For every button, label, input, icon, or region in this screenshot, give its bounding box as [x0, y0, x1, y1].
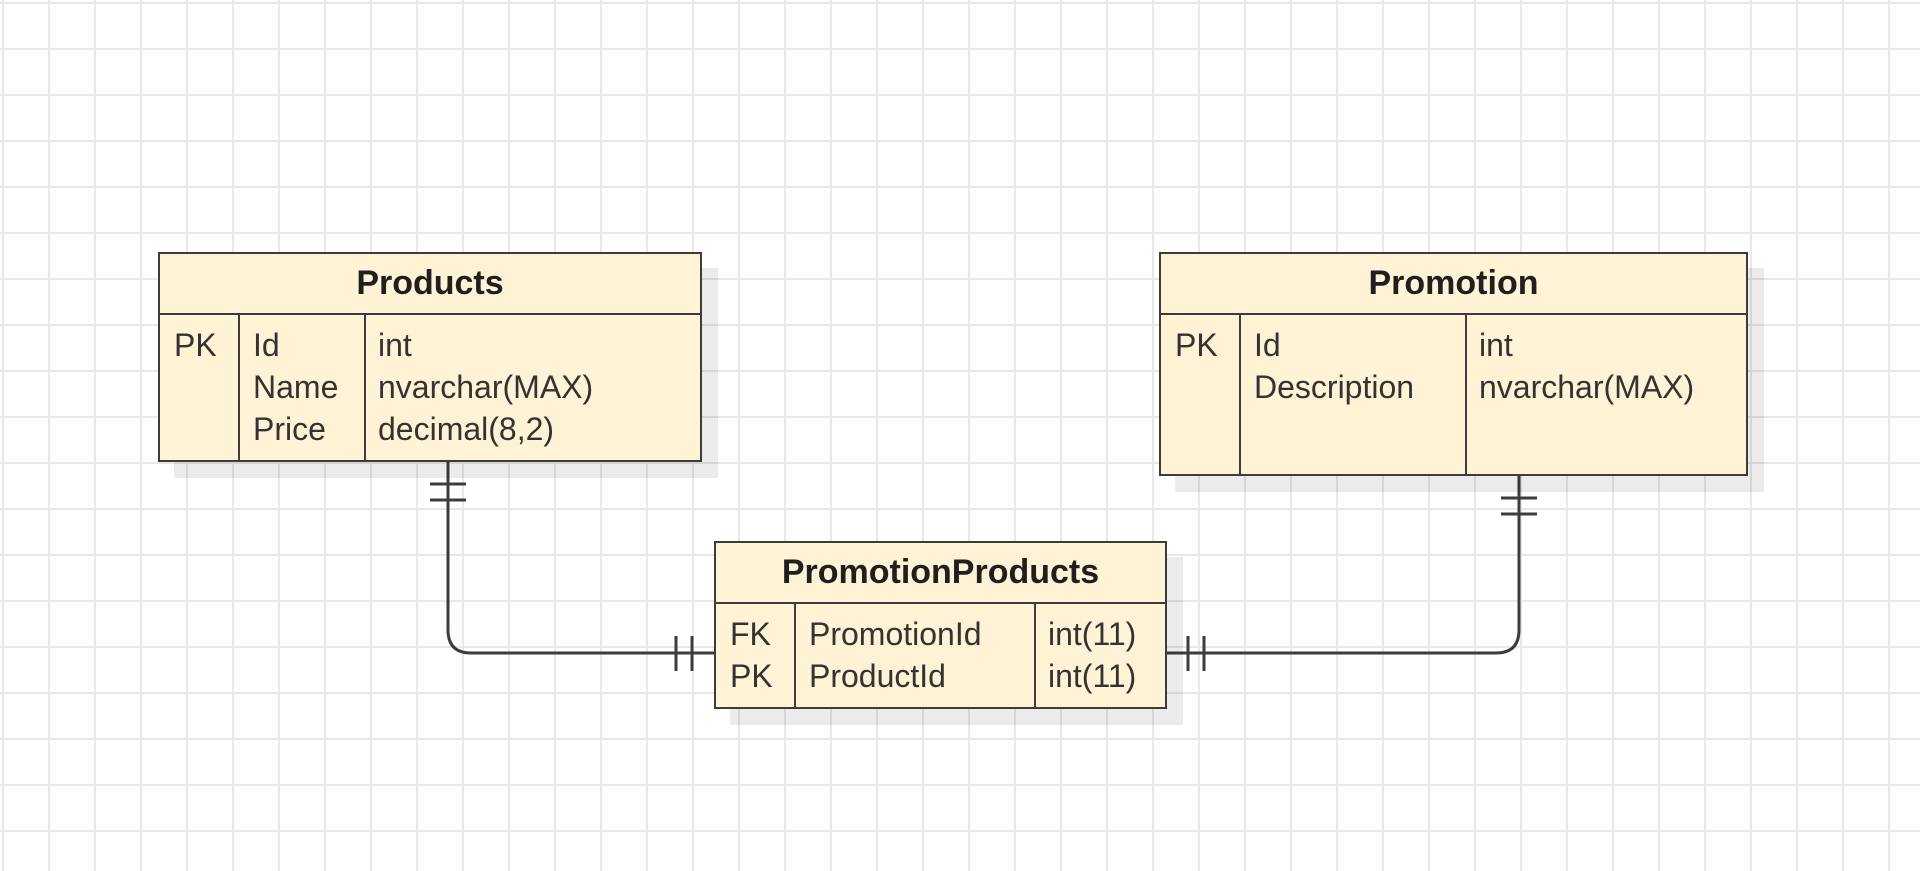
type-column: int(11) int(11)	[1034, 604, 1165, 707]
attribute-type: int(11)	[1048, 616, 1137, 652]
key-column: PK	[160, 315, 238, 460]
key-cell: FK	[730, 616, 771, 652]
entity-promotion[interactable]: Promotion PK Id Description int nvarchar…	[1159, 252, 1748, 476]
entity-attributes: PK Id Name Price int nvarchar(MAX) decim…	[160, 315, 700, 460]
name-column: PromotionId ProductId	[794, 604, 1034, 707]
attribute-type: nvarchar(MAX)	[1479, 369, 1695, 405]
attribute-name: Price	[253, 411, 326, 447]
key-cell: PK	[174, 327, 217, 363]
entity-promotionproducts[interactable]: PromotionProducts FK PK PromotionId Prod…	[714, 541, 1167, 709]
attribute-name: ProductId	[809, 658, 946, 694]
attribute-type: int(11)	[1048, 658, 1137, 694]
attribute-name: Name	[253, 369, 339, 405]
attribute-type: decimal(8,2)	[378, 411, 555, 447]
type-column: int nvarchar(MAX)	[1465, 315, 1746, 474]
entity-attributes: PK Id Description int nvarchar(MAX)	[1161, 315, 1746, 474]
attribute-type: int	[378, 327, 412, 363]
entity-attributes: FK PK PromotionId ProductId int(11) int(…	[716, 604, 1165, 707]
attribute-type: int	[1479, 327, 1513, 363]
entity-products[interactable]: Products PK Id Name Price int nvarchar(M…	[158, 252, 702, 462]
key-column: FK PK	[716, 604, 794, 707]
relationship-line-promotion-promotionproducts[interactable]	[1166, 476, 1521, 655]
relationship-line-products-promotionproducts[interactable]	[446, 462, 716, 655]
attribute-name: Description	[1254, 369, 1415, 405]
key-cell: PK	[1175, 327, 1218, 363]
type-column: int nvarchar(MAX) decimal(8,2)	[364, 315, 700, 460]
attribute-name: PromotionId	[809, 616, 982, 652]
attribute-type: nvarchar(MAX)	[378, 369, 594, 405]
entity-title: Products	[160, 254, 700, 315]
key-cell: PK	[730, 658, 773, 694]
entity-title: PromotionProducts	[716, 543, 1165, 604]
key-column: PK	[1161, 315, 1239, 474]
attribute-name: Id	[253, 327, 280, 363]
name-column: Id Name Price	[238, 315, 364, 460]
attribute-name: Id	[1254, 327, 1281, 363]
name-column: Id Description	[1239, 315, 1465, 474]
entity-title: Promotion	[1161, 254, 1746, 315]
